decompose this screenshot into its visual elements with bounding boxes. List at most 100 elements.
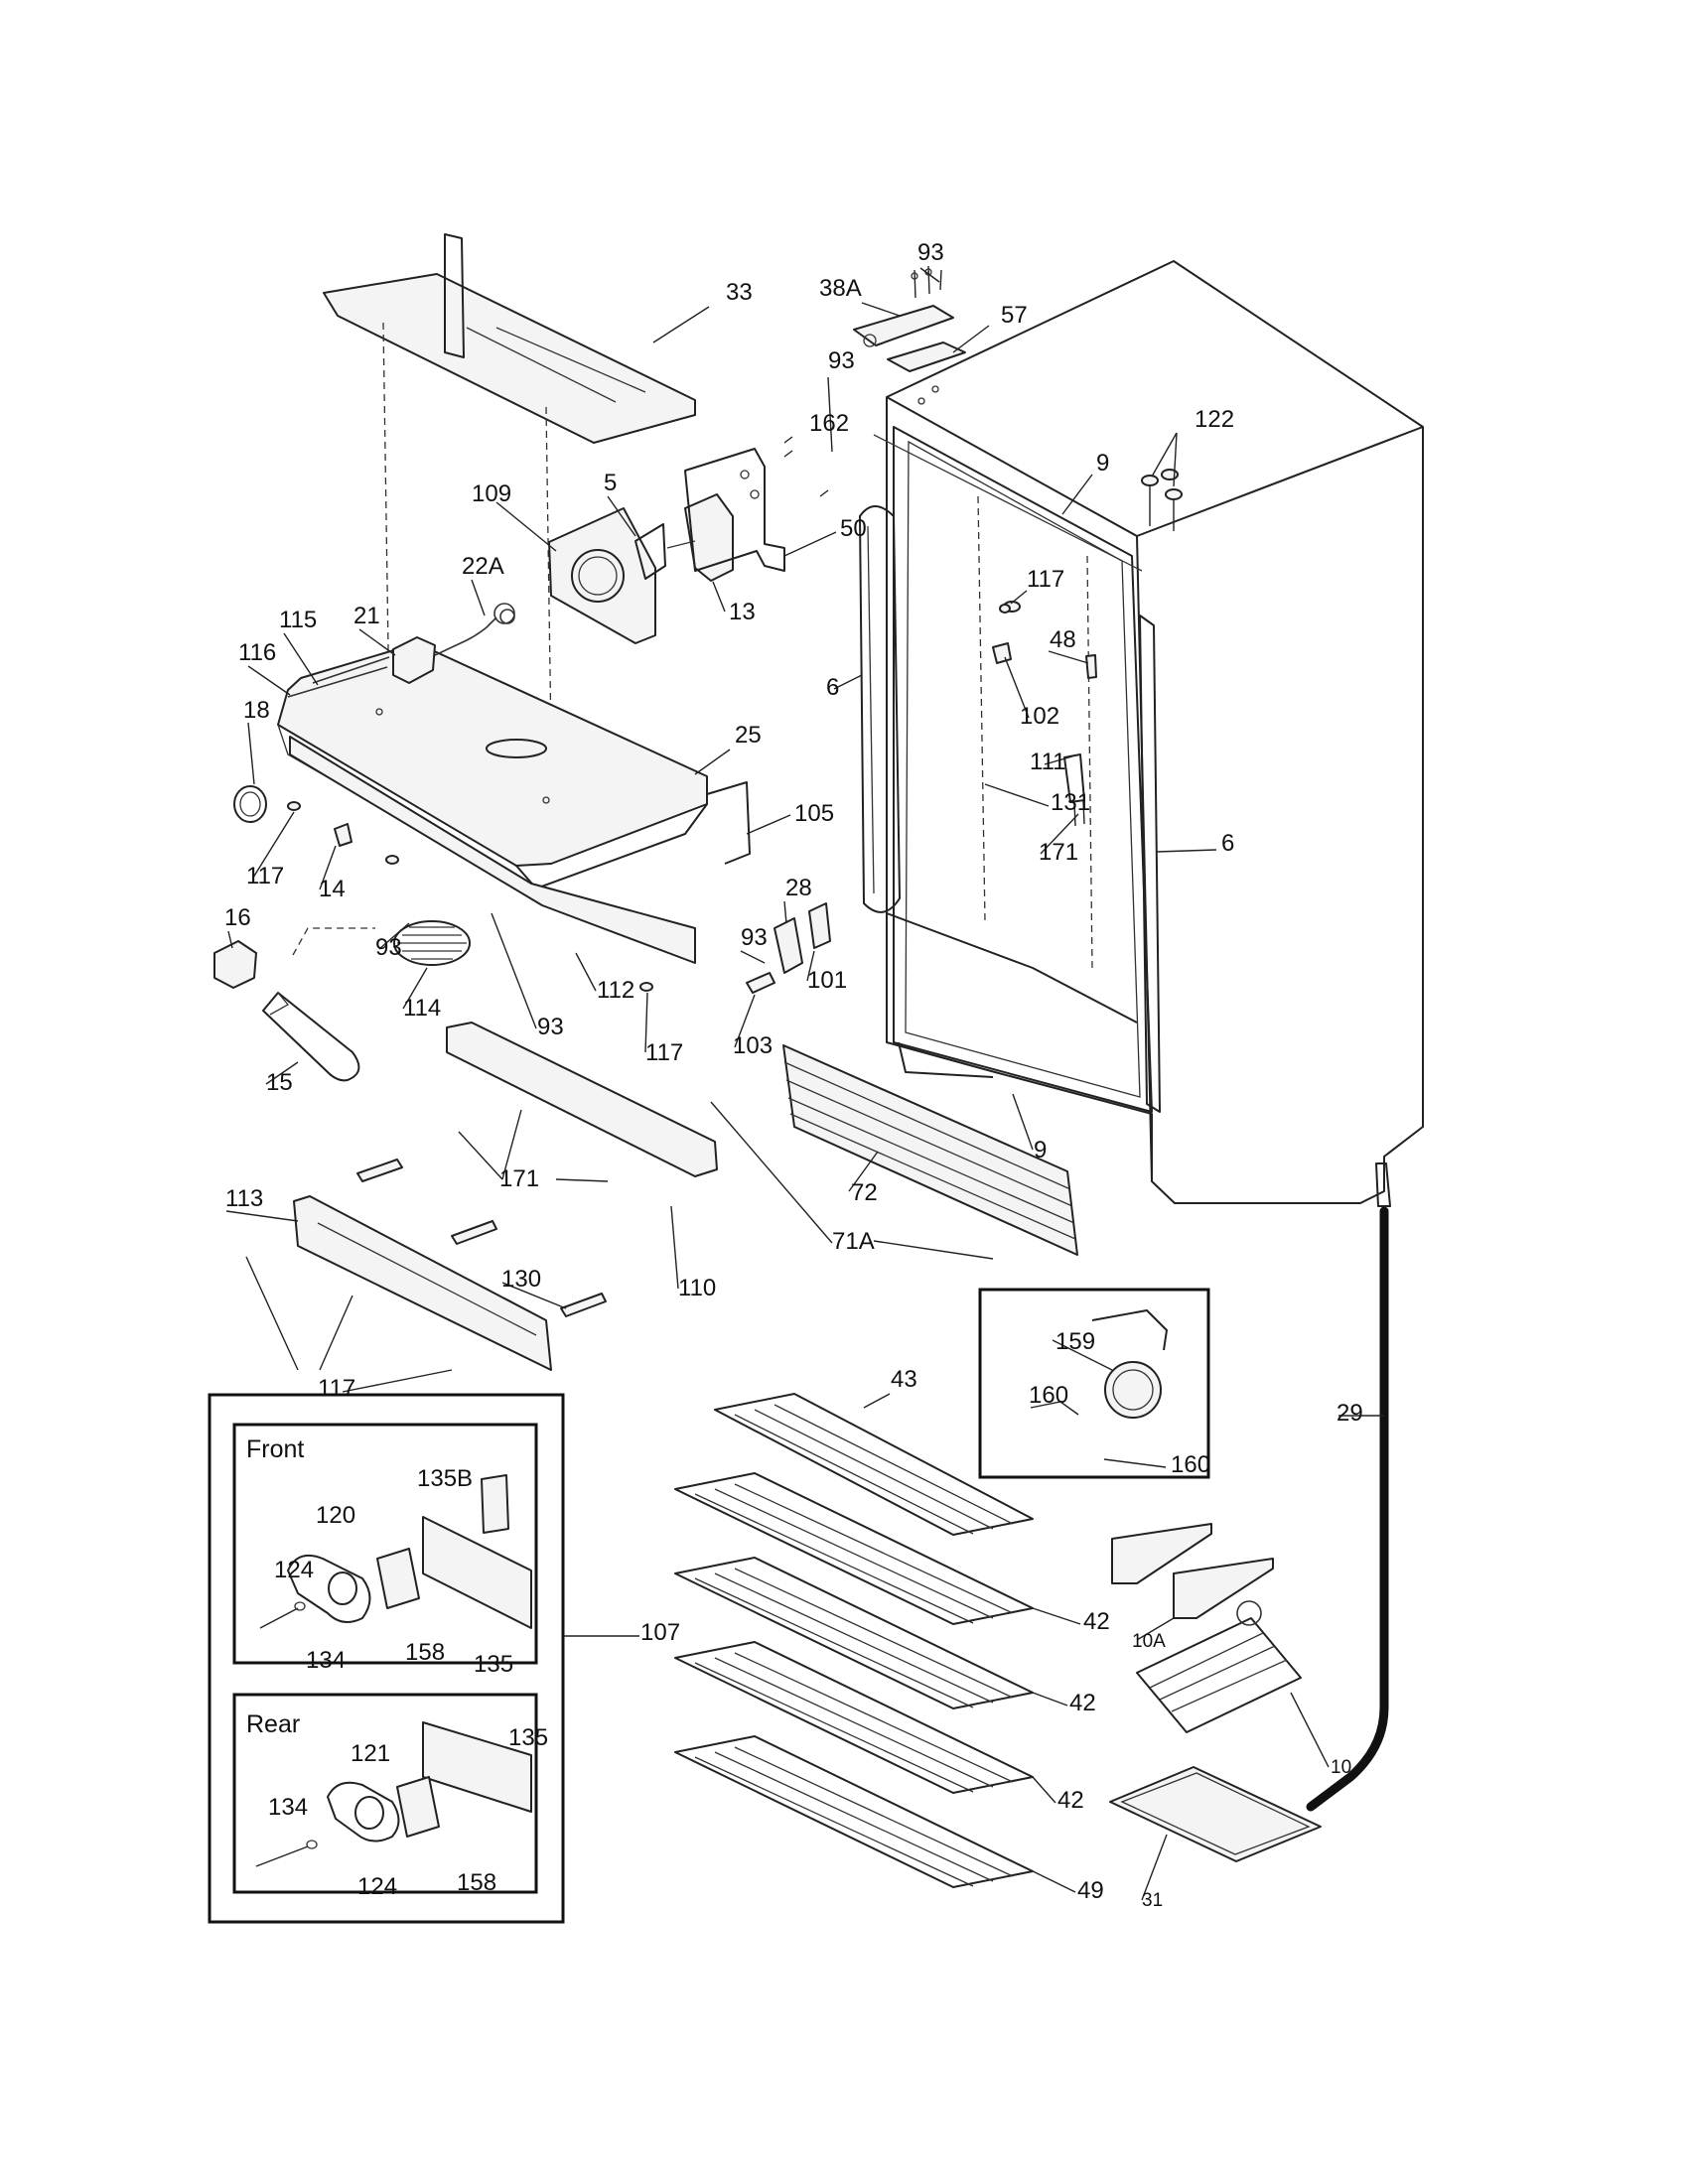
light-socket-16 [213,940,257,989]
callout-c103: 103 [733,1032,773,1059]
fan-shroud-109 [548,507,656,644]
callout-c18: 18 [243,697,270,724]
callout-c72: 72 [851,1179,878,1206]
callout-c10a: 10A [1132,1631,1166,1652]
callout-c160-a: 160 [1029,1382,1068,1409]
power-cord-29 [1306,1162,1391,1812]
callout-c131: 131 [1051,789,1090,816]
leveling-legs-130 [356,1159,607,1317]
callout-c160-b: 160 [1171,1451,1210,1478]
capillary-tube-22a [434,603,515,656]
callout-c117-d: 117 [318,1375,355,1402]
front-cover-110 [446,1022,718,1177]
control-panel-112 [289,736,696,964]
front-caster-120 [259,1474,532,1629]
freezer-cabinet [873,260,1424,1204]
gasket-ring-18 [233,785,267,823]
callout-c16: 16 [224,904,251,931]
callout-c5: 5 [604,470,617,496]
callout-c134-a: 134 [306,1647,346,1674]
callout-c25: 25 [735,722,762,749]
thermostat-21 [392,636,436,684]
callout-c130: 130 [501,1266,541,1293]
rear-inset-label: Rear [246,1710,300,1738]
vent-grille-114 [393,920,471,966]
callout-c117-a: 117 [1027,566,1064,593]
hinge-plate-57 [887,341,966,405]
callout-c93-top: 93 [917,239,944,266]
screws-misc [287,604,1011,992]
door-gasket-right [1139,614,1161,1113]
hinge-bracket-28 [774,917,803,974]
callout-c107: 107 [640,1619,680,1646]
harness-115-116 [287,656,390,698]
callout-c124-a: 124 [274,1557,314,1583]
callout-c33: 33 [726,279,753,306]
callout-c116: 116 [238,639,276,666]
callout-c9-top: 9 [1096,450,1109,477]
switch-14 [334,823,352,847]
callout-c50: 50 [840,515,867,542]
drain-pan-31 [1109,1766,1322,1862]
motor-bracket-50 [684,436,829,572]
callout-c111: 111 [1030,749,1065,775]
door-gasket-left [859,505,901,913]
callout-c113: 113 [225,1185,263,1212]
callout-c117-b: 117 [246,863,284,889]
rear-caster-121 [255,1721,532,1867]
control-housing-25 [277,642,708,892]
callout-c117-c: 117 [645,1039,683,1066]
callout-c171-b: 171 [499,1165,539,1192]
caster-kit-box [208,1393,565,1924]
callout-c135-c: 135 [508,1724,548,1751]
defrost-heater-10 [1136,1600,1302,1733]
callout-c171-a: 171 [1039,839,1078,866]
callout-c29: 29 [1336,1400,1363,1427]
callout-c121: 121 [351,1740,390,1767]
callout-c135b: 135B [417,1465,473,1492]
callout-c105: 105 [794,800,834,827]
callout-c6-right: 6 [1221,830,1234,857]
callout-c6-left: 6 [826,674,839,701]
top-cover-33 [323,233,696,444]
callout-c42-a: 42 [1083,1608,1110,1635]
leader-lines [225,267,1384,1901]
callout-c21: 21 [353,603,380,629]
callout-c42-c: 42 [1057,1787,1084,1814]
defrost-brackets-10a [1111,1523,1274,1619]
callout-c15: 15 [266,1069,293,1096]
callout-c102: 102 [1020,703,1059,730]
callout-c134-b: 134 [268,1794,308,1821]
bracket-101 [808,902,831,949]
callout-c101: 101 [807,967,847,994]
callout-c112: 112 [597,977,634,1004]
callout-c158-b: 158 [457,1869,496,1896]
hinge-pin-103 [746,972,775,994]
callout-c124-b: 124 [357,1873,397,1900]
callout-c93-d: 93 [741,924,768,951]
trim-105 [706,781,751,865]
light-bulb-15 [262,992,360,1082]
toe-grille-72 [782,1044,1078,1256]
callout-c28: 28 [785,875,812,901]
plugs-122 [1141,469,1183,531]
top-hinge-38a [853,265,954,347]
callout-c158-a: 158 [405,1639,445,1666]
callout-c120: 120 [316,1502,355,1529]
callout-c48: 48 [1050,626,1076,653]
callout-c135-a: 135 [474,1651,513,1678]
callout-c93-b: 93 [828,347,855,374]
callout-c49: 49 [1077,1877,1104,1904]
callout-c71a: 71A [832,1228,875,1255]
fan-motor-13 [666,493,734,582]
callout-c13: 13 [729,599,756,625]
callout-c9-bottom: 9 [1034,1137,1047,1163]
thermometer-inset-box [978,1288,1210,1479]
kickplate-113 [293,1195,552,1371]
callout-c109: 109 [472,480,511,507]
callout-c22a: 22A [462,553,504,580]
callout-c14: 14 [319,876,346,902]
callout-c31: 31 [1142,1890,1163,1911]
